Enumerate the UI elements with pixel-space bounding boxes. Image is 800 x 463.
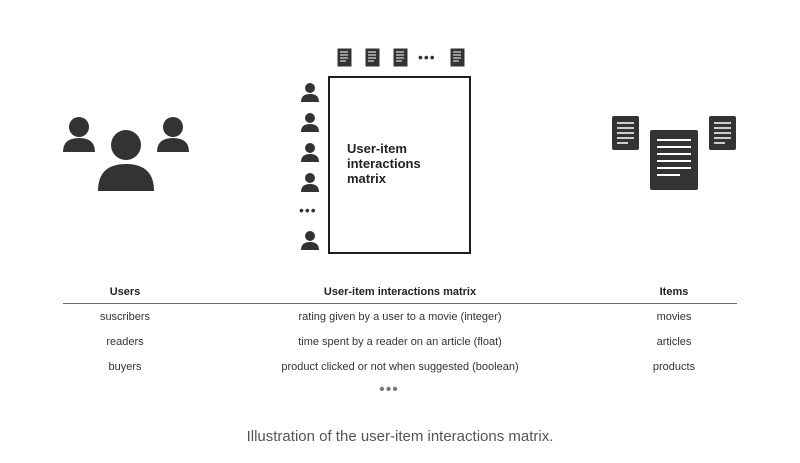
user-icon <box>301 173 319 192</box>
table-cell-matrix: time spent by a reader on an article (fl… <box>298 336 502 348</box>
figure-caption: Illustration of the user-item interactio… <box>246 428 554 445</box>
users-group-icon <box>63 117 189 191</box>
table-ellipsis: ••• <box>379 381 399 398</box>
items-group-icon <box>612 116 736 190</box>
table-cell-items: articles <box>656 336 692 348</box>
table-cell-users: readers <box>106 336 144 348</box>
table-cell-users: buyers <box>108 361 142 373</box>
table-cell-users: suscribers <box>99 311 151 323</box>
table-divider <box>63 303 737 304</box>
header-items: Items <box>659 286 689 298</box>
table-cell-items: products <box>652 361 696 373</box>
user-icon <box>301 143 319 162</box>
header-matrix: User-item interactions matrix <box>323 286 477 298</box>
user-icon <box>301 231 319 250</box>
column-ellipsis: ••• <box>418 49 436 65</box>
matrix-label: User-item interactions matrix <box>347 141 421 186</box>
user-icon <box>301 113 319 132</box>
document-icon <box>393 48 408 67</box>
user-icon <box>301 83 319 102</box>
interactions-matrix <box>328 76 471 254</box>
document-icon <box>450 48 465 67</box>
table-cell-matrix: rating given by a user to a movie (integ… <box>298 311 502 323</box>
header-users: Users <box>109 286 141 298</box>
document-icon <box>337 48 352 67</box>
row-ellipsis: ••• <box>299 202 317 218</box>
table-cell-items: movies <box>656 311 692 323</box>
table-cell-matrix: product clicked or not when suggested (b… <box>281 361 519 373</box>
document-icon <box>365 48 380 67</box>
